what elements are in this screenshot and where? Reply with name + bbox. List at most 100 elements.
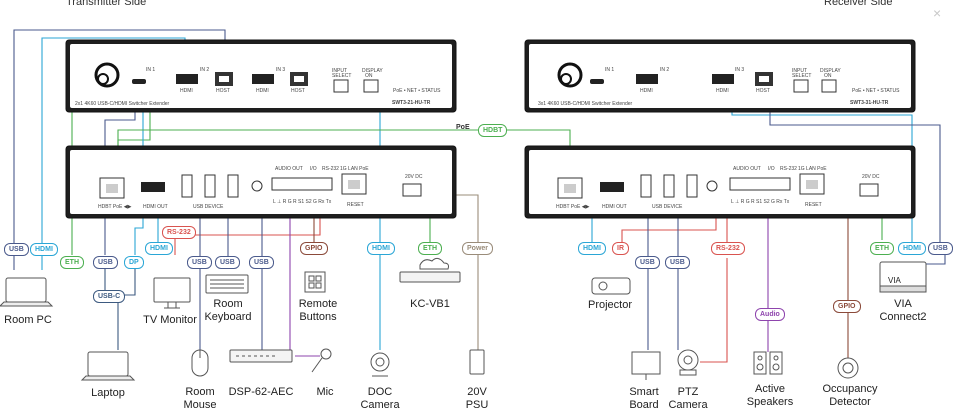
label-room-keyboard: Room Keyboard	[204, 298, 252, 323]
pill-rs232-right: RS-232	[711, 242, 745, 255]
psu-icon	[469, 349, 485, 375]
cable-rs232-right	[700, 200, 728, 363]
pill-gpio-right: GPIO	[833, 300, 861, 313]
svg-text:L ⊥ R G R S1 S2 G Rx Tx: L ⊥ R G R S1 S2 G Rx Tx	[731, 199, 790, 205]
label-room-mouse: Room Mouse	[183, 386, 217, 411]
laptop-icon	[80, 351, 136, 381]
pill-laptop-usb: USB	[93, 256, 118, 269]
pill-room-pc-hdmi: HDMI	[30, 243, 58, 256]
pill-laptop-usbc: USB-C	[93, 290, 126, 303]
svg-text:SWT3-21-HU-TR: SWT3-21-HU-TR	[392, 100, 431, 106]
pill-rs232-left: RS-232	[162, 226, 196, 239]
svg-text:PoE • NET • STATUS: PoE • NET • STATUS	[852, 88, 900, 94]
label-tv-monitor: TV Monitor	[143, 314, 197, 326]
svg-text:USB DEVICE: USB DEVICE	[193, 204, 224, 210]
svg-text:HDMI: HDMI	[180, 88, 193, 94]
svg-text:ON: ON	[824, 73, 832, 79]
pill-proj-ir: IR	[612, 242, 629, 255]
active-speakers-icon	[753, 351, 783, 375]
ptz-camera-icon	[677, 349, 699, 376]
remote-buttons-icon	[304, 271, 326, 293]
via-logo: VIA	[888, 276, 902, 285]
svg-text:HDBT PoE ◀▶: HDBT PoE ◀▶	[556, 204, 590, 210]
receiver-side-title: Receiver Side	[824, 0, 893, 8]
svg-text:20V DC: 20V DC	[405, 174, 423, 180]
transmitter-bottom-panel: HDBT PoE ◀▶ HDMI OUT USB DEVICE AUDIO OU…	[65, 145, 457, 219]
receiver-top-panel: 3x1 4K60 USB-C/HDMI Switcher Extender IN…	[524, 39, 916, 113]
mouse-icon	[191, 349, 209, 377]
svg-text:HOST: HOST	[216, 88, 230, 94]
pill-laptop-dp: DP	[124, 256, 144, 269]
svg-text:IN 3: IN 3	[735, 67, 744, 73]
pill-eth-left: ETH	[60, 256, 84, 269]
pill-proj-hdmi: HDMI	[578, 242, 606, 255]
svg-text:HDMI: HDMI	[640, 88, 653, 94]
pill-hdbt: HDBT	[478, 124, 508, 137]
label-occupancy-detector: Occupancy Detector	[822, 383, 878, 408]
svg-text:IN 2: IN 2	[200, 67, 209, 73]
svg-text:HOST: HOST	[756, 88, 770, 94]
svg-text:2x1 4K60 USB-C/HDMI Switcher E: 2x1 4K60 USB-C/HDMI Switcher Extender	[75, 101, 170, 107]
pill-dsp-usb: USB	[249, 256, 274, 269]
pill-kc-eth: ETH	[418, 242, 442, 255]
svg-text:AUDIO OUT: AUDIO OUT	[733, 166, 761, 172]
pill-sb-usb: USB	[635, 256, 660, 269]
label-remote-buttons: Remote Buttons	[298, 298, 338, 323]
tv-monitor-icon	[153, 277, 191, 309]
label-psu: 20V PSU	[465, 386, 489, 411]
svg-text:RS-232: RS-232	[322, 166, 339, 172]
pill-via-eth: ETH	[870, 242, 894, 255]
pill-ptz-usb: USB	[665, 256, 690, 269]
svg-text:DISPLAY: DISPLAY	[820, 68, 841, 74]
svg-text:I/O: I/O	[310, 166, 317, 172]
svg-text:HDMI: HDMI	[256, 88, 269, 94]
pill-gpio-left: GPIO	[300, 242, 328, 255]
cable-laptop-usbc	[104, 265, 136, 350]
svg-text:3x1 4K60 USB-C/HDMI Switcher E: 3x1 4K60 USB-C/HDMI Switcher Extender	[538, 101, 633, 107]
close-icon[interactable]: ×	[933, 5, 942, 21]
label-smart-board: Smart Board	[629, 386, 659, 411]
label-laptop: Laptop	[91, 387, 125, 399]
svg-text:HDMI: HDMI	[716, 88, 729, 94]
pill-tv-hdmi: HDMI	[145, 242, 173, 255]
projector-icon	[591, 277, 631, 295]
svg-text:DISPLAY: DISPLAY	[362, 68, 383, 74]
svg-text:PoE • NET • STATUS: PoE • NET • STATUS	[393, 88, 441, 94]
label-dsp: DSP-62-AEC	[228, 386, 294, 398]
svg-text:HDBT PoE ◀▶: HDBT PoE ◀▶	[98, 204, 132, 210]
svg-text:ON: ON	[365, 73, 373, 79]
svg-text:HDMI OUT: HDMI OUT	[143, 204, 168, 210]
label-mic: Mic	[316, 386, 334, 398]
svg-text:RESET: RESET	[347, 202, 364, 208]
pill-doc-hdmi: HDMI	[367, 242, 395, 255]
mic-icon	[311, 348, 332, 373]
label-via-connect2: VIA Connect2	[879, 298, 927, 323]
svg-text:SELECT: SELECT	[792, 73, 811, 79]
svg-text:IN 3: IN 3	[276, 67, 285, 73]
via-connect2-icon	[879, 261, 927, 293]
pill-kb-usb2: USB	[215, 256, 240, 269]
svg-text:L ⊥ R G R S1 S2 G Rx Tx: L ⊥ R G R S1 S2 G Rx Tx	[273, 199, 332, 205]
pill-audio: Audio	[755, 308, 785, 321]
room-pc-icon	[0, 277, 54, 307]
svg-text:IN 1: IN 1	[605, 67, 614, 73]
smart-board-icon	[631, 351, 661, 380]
svg-text:AUDIO OUT: AUDIO OUT	[275, 166, 303, 172]
transmitter-side-title: Transmitter Side	[66, 0, 147, 8]
label-doc-camera: DOC Camera	[360, 386, 400, 411]
label-active-speakers: Active Speakers	[746, 383, 794, 408]
svg-text:RESET: RESET	[805, 202, 822, 208]
occupancy-detector-icon	[837, 357, 859, 379]
svg-text:USB DEVICE: USB DEVICE	[652, 204, 683, 210]
transmitter-top-panel: 2x1 4K60 USB-C/HDMI Switcher Extender IN…	[65, 39, 457, 113]
svg-text:INPUT: INPUT	[792, 68, 807, 74]
svg-text:I/O: I/O	[768, 166, 775, 172]
label-ptz-camera: PTZ Camera	[668, 386, 708, 411]
pill-kb-usb: USB	[187, 256, 212, 269]
pill-via-hdmi: HDMI	[898, 242, 926, 255]
kc-vb1-icon	[399, 257, 461, 283]
pill-room-pc-usb: USB	[4, 243, 29, 256]
doc-camera-icon	[370, 352, 390, 377]
svg-text:SWT3-31-HU-TR: SWT3-31-HU-TR	[850, 100, 889, 106]
